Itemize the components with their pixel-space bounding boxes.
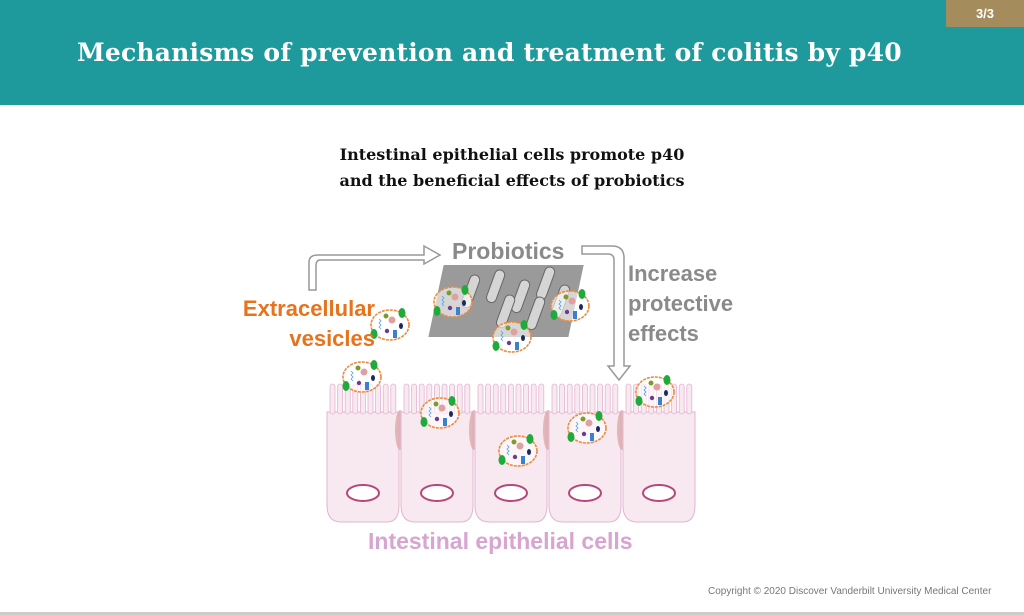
bacterium: [525, 296, 546, 331]
microvillus: [390, 383, 397, 415]
microvillus: [523, 383, 529, 415]
microvillus: [597, 383, 603, 415]
increase-protective-effects-label: Increase protective effects: [628, 259, 733, 349]
arrow-to-cells: [581, 245, 632, 382]
title-bar: Mechanisms of prevention and treatment o…: [0, 0, 1024, 105]
microvillus: [625, 383, 632, 415]
nucleus: [494, 484, 528, 502]
microvillus: [477, 383, 484, 415]
page-badge: 3/3: [946, 0, 1024, 27]
vesicle: [370, 308, 410, 341]
intestinal-epithelial-cells-label: Intestinal epithelial cells: [368, 528, 633, 554]
microvillus: [515, 383, 522, 415]
microvillus: [612, 383, 619, 415]
inc-line-3: effects: [628, 321, 699, 346]
microvillus: [492, 383, 499, 415]
microvillus: [551, 383, 558, 415]
microvillus: [464, 383, 471, 415]
vesicle: [492, 320, 532, 353]
microvillus: [686, 383, 693, 415]
bacterium: [510, 279, 531, 314]
microvillus: [329, 383, 336, 415]
extracellular-vesicles: [342, 285, 675, 467]
extracellular-vesicles-label: Extracellular vesicles: [215, 294, 375, 354]
ev-label-line-2: vesicles: [289, 326, 375, 351]
copyright-footer: Copyright © 2020 Discover Vanderbilt Uni…: [708, 586, 992, 597]
subtitle-line-2: and the beneficial effects of probiotics: [339, 171, 685, 190]
bacterium: [485, 269, 506, 304]
microvillus: [507, 383, 514, 415]
microvillus: [337, 383, 344, 415]
epithelial-cell: [326, 383, 405, 523]
vesicle: [420, 396, 460, 429]
slide-title: Mechanisms of prevention and treatment o…: [77, 38, 902, 67]
nucleus: [420, 484, 454, 502]
epithelial-cell: [548, 383, 627, 523]
subtitle-line-1: Intestinal epithelial cells promote p40: [339, 145, 685, 164]
vesicle: [342, 360, 382, 393]
arrow-to-probiotics: [308, 244, 442, 291]
microvillus: [485, 383, 492, 415]
vesicle: [635, 375, 675, 408]
microvillus: [375, 383, 382, 415]
vesicle: [567, 411, 607, 444]
microvillus: [538, 383, 545, 415]
microvillus: [566, 383, 573, 415]
microvillus: [500, 383, 507, 415]
nucleus: [642, 484, 676, 502]
inc-line-1: Increase: [628, 261, 718, 286]
microvillus: [530, 383, 537, 415]
microvillus: [411, 383, 418, 415]
microvillus: [403, 383, 410, 415]
microvillus: [589, 383, 596, 415]
nucleus: [346, 484, 380, 502]
ev-label-line-1: Extracellular: [242, 296, 375, 321]
microvillus: [582, 383, 588, 415]
nucleus: [568, 484, 602, 502]
vesicle: [433, 285, 473, 318]
microvillus: [382, 383, 389, 415]
microvillus: [604, 383, 611, 415]
microvillus: [574, 383, 581, 415]
microvillus: [559, 383, 565, 415]
figure-subtitle: Intestinal epithelial cells promote p40 …: [0, 142, 1024, 194]
bottom-border: [0, 612, 1024, 615]
microvillus: [678, 383, 685, 415]
probiotics-label: Probiotics: [452, 238, 565, 264]
vesicle: [550, 289, 590, 322]
vesicle: [498, 434, 538, 467]
inc-line-2: protective: [628, 291, 734, 316]
